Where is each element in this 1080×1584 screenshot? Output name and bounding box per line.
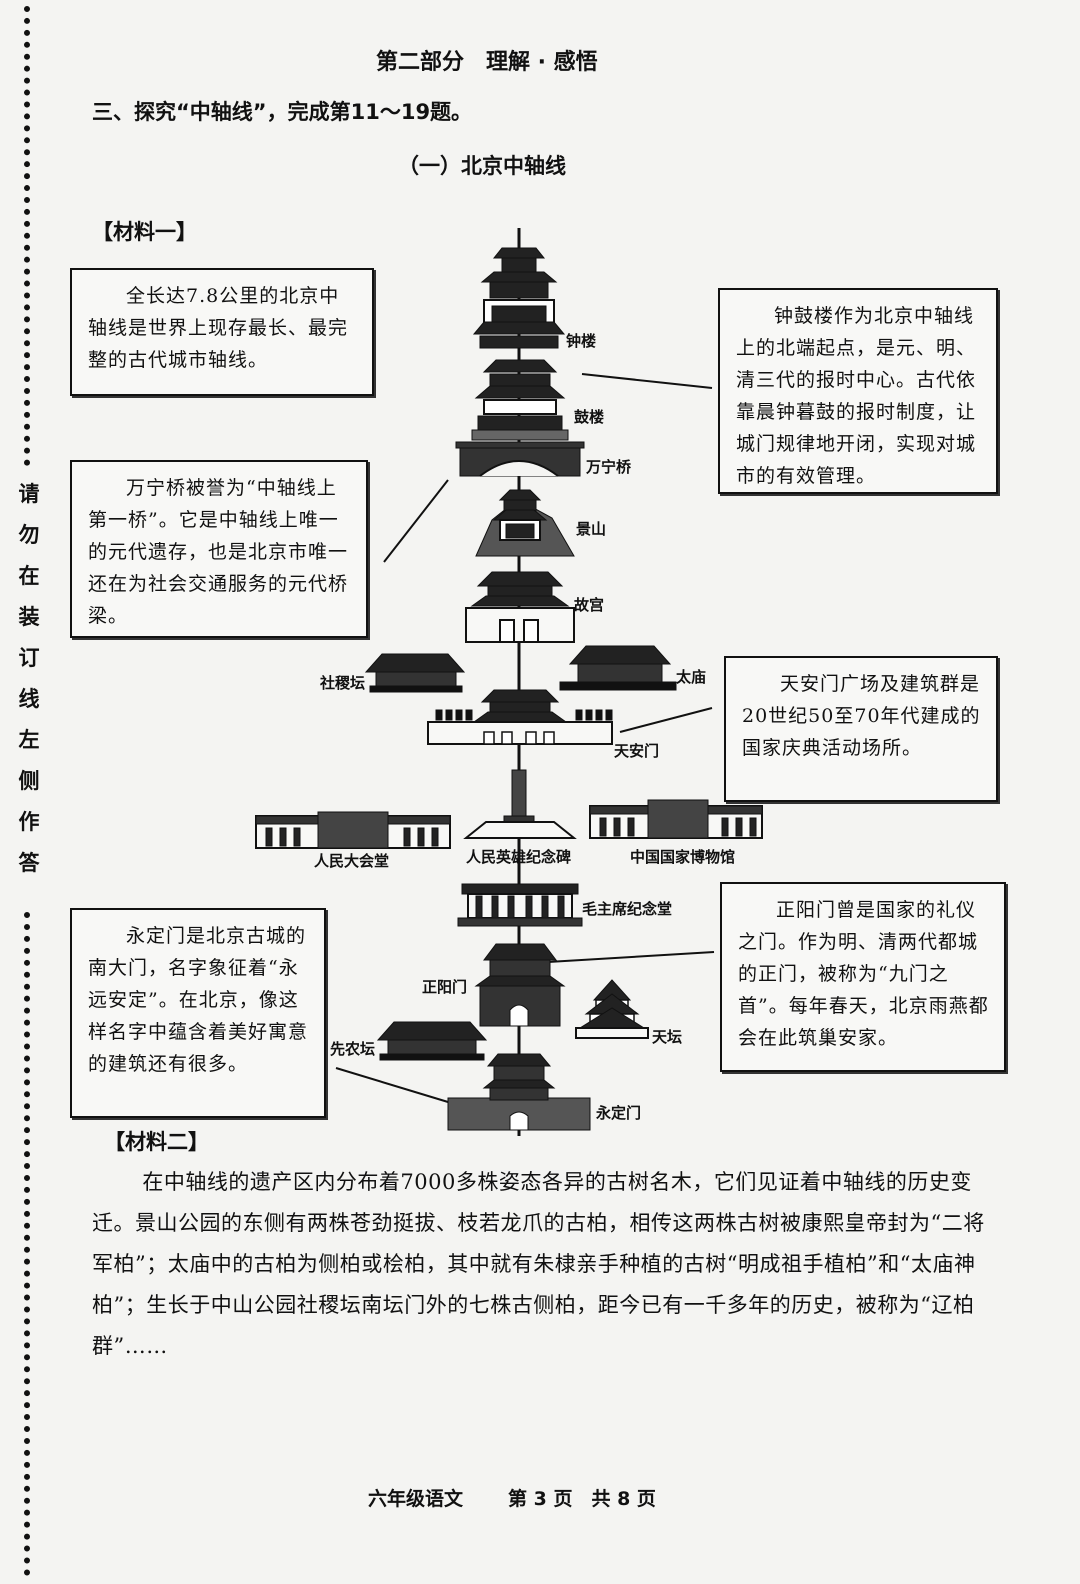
binding-margin-char: 勿 — [18, 523, 40, 547]
label-tiananmen: 天安门 — [614, 742, 660, 760]
binding-margin-char: 作 — [18, 810, 40, 834]
box-wanning-bridge: 万宁桥被誉为“中轴线上第一桥”。它是中轴线上唯一的元代遗存，也是北京市唯一还在为… — [70, 460, 368, 638]
box-bell-drum-tower: 钟鼓楼作为北京中轴线上的北端起点，是元、明、清三代的报时中心。古代依靠晨钟暮鼓的… — [718, 288, 998, 494]
binding-margin-char: 线 — [18, 687, 40, 711]
great-hall-drawing — [255, 811, 451, 849]
label-zhonglou: 钟楼 — [566, 332, 597, 350]
label-shejitan: 社稷坛 — [320, 674, 366, 692]
binding-line-bottom — [24, 912, 30, 1576]
binding-margin-note: 请勿在装订线左侧作答 — [14, 484, 44, 874]
monument-drawing — [463, 769, 577, 839]
binding-line-top — [24, 6, 30, 466]
footer-grade-subject: 六年级语文 — [368, 1488, 464, 1510]
binding-margin-char: 在 — [18, 564, 40, 588]
taimiao-drawing — [559, 645, 677, 691]
zhengyangmen-drawing — [474, 943, 566, 1027]
xiannongtan-drawing — [376, 1021, 488, 1061]
box-tiananmen: 天安门广场及建筑群是20世纪50至70年代建成的国家庆典活动场所。 — [724, 656, 998, 802]
label-mausoleum: 毛主席纪念堂 — [582, 900, 673, 918]
binding-margin-char: 左 — [18, 728, 40, 752]
connector-wanning — [383, 479, 449, 563]
binding-margin-char: 答 — [18, 851, 40, 875]
drum-tower-drawing — [471, 359, 569, 441]
label-tiantan: 天坛 — [652, 1028, 683, 1046]
label-gulou: 鼓楼 — [574, 408, 605, 426]
label-yongdingmen: 永定门 — [596, 1104, 642, 1122]
jingshan-drawing — [475, 489, 575, 557]
connector-zhengyang — [547, 951, 715, 963]
label-xiannongtan: 先农坛 — [330, 1040, 376, 1058]
material2-label: 【材料二】 — [104, 1130, 209, 1154]
mausoleum-drawing — [457, 883, 583, 927]
label-museum: 中国国家博物馆 — [630, 848, 736, 866]
connector-yongding — [335, 1067, 449, 1103]
binding-margin-char: 请 — [18, 482, 40, 506]
tiananmen-drawing — [427, 689, 613, 745]
binding-margin-char: 装 — [18, 605, 40, 629]
label-jingshan: 景山 — [576, 520, 607, 538]
binding-margin-char: 订 — [18, 646, 40, 670]
material2-text: 在中轴线的遗产区内分布着7000多株姿态各异的古树名木，它们见证着中轴线的历史变… — [92, 1170, 985, 1358]
bell-tower-drawing — [472, 247, 566, 349]
label-renmin-dahuitang: 人民大会堂 — [314, 852, 390, 870]
box-yongdingmen: 永定门是北京古城的南大门，名字象征着“永远安定”。在北京，像这样名字中蕴含着美好… — [70, 908, 326, 1118]
binding-margin-char: 侧 — [18, 769, 40, 793]
tiantan-drawing — [575, 979, 649, 1039]
shejitan-drawing — [364, 653, 466, 693]
yongdingmen-drawing — [447, 1053, 591, 1131]
question-intro: 三、探究“中轴线”，完成第11～19题。 — [92, 100, 473, 124]
wanning-bridge-drawing — [455, 441, 585, 477]
section-title: 第二部分 理解 · 感悟 — [376, 50, 598, 75]
connector-bell-drum — [581, 373, 713, 389]
connector-tiananmen — [619, 707, 713, 733]
box-zhengyangmen: 正阳门曾是国家的礼仪之门。作为明、清两代都城的正门，被称为“九门之首”。每年春天… — [720, 882, 1006, 1072]
label-taimiao: 太庙 — [676, 668, 707, 686]
forbidden-city-drawing — [465, 571, 575, 643]
label-gugong: 故宫 — [574, 596, 605, 614]
label-monument: 人民英雄纪念碑 — [466, 848, 572, 866]
label-zhengyangmen: 正阳门 — [422, 978, 468, 996]
material1-label: 【材料一】 — [92, 220, 197, 244]
footer-page-info: 第 3 页 共 8 页 — [508, 1488, 656, 1510]
national-museum-drawing — [589, 799, 763, 839]
label-wanningqiao: 万宁桥 — [586, 458, 632, 476]
sub-title: （一）北京中轴线 — [398, 154, 566, 178]
box-total-length: 全长达7.8公里的北京中轴线是世界上现存最长、最完整的古代城市轴线。 — [70, 268, 374, 396]
